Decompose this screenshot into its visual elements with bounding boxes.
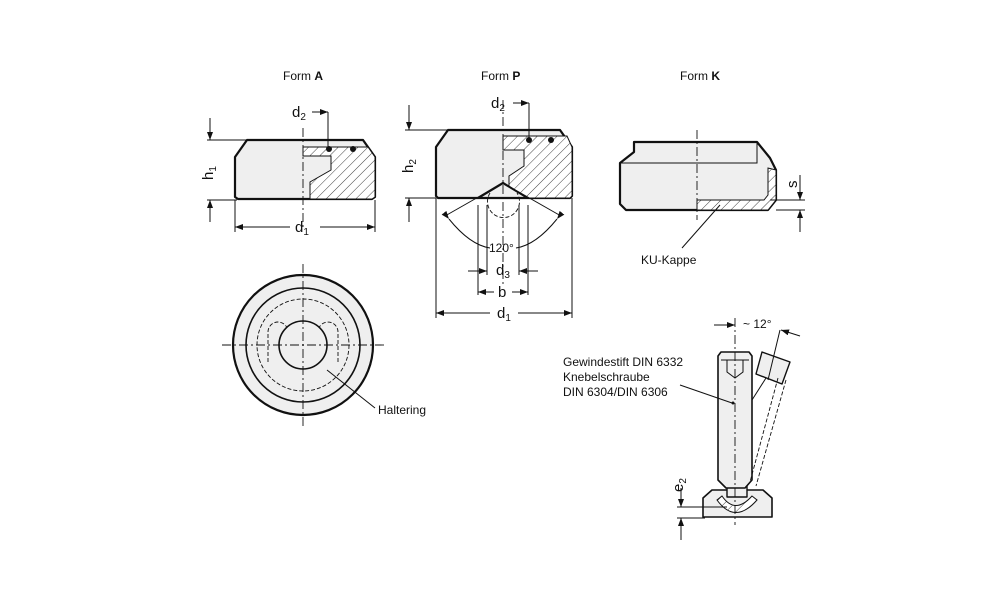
form-p-d2-label: d2 <box>491 95 505 114</box>
top-view: Haltering <box>222 264 426 426</box>
form-a-d1-label: d1 <box>295 219 309 238</box>
angle-120-label: 120° <box>489 241 514 255</box>
screw-label-line2: Knebelschraube <box>563 370 650 384</box>
h2-label: h2 <box>400 159 419 173</box>
e2-label: e2 <box>670 478 689 492</box>
form-a-view: Form A h1 d2 d1 <box>200 69 377 238</box>
form-p-d1-label: d1 <box>497 305 511 324</box>
d3-label: d3 <box>496 262 510 281</box>
form-p-title: Form P <box>481 69 520 83</box>
b-label: b <box>498 284 506 301</box>
screw-view: ~ 12° Gewindestift DIN 6332 Knebelschrau… <box>563 317 801 540</box>
form-p-view: Form P h2 d2 120° d3 b d1 <box>400 69 574 324</box>
s-label: s <box>784 181 801 189</box>
form-k-title: Form K <box>680 69 720 83</box>
h1-label: h1 <box>200 166 219 180</box>
form-a-d2-label: d2 <box>292 104 306 123</box>
form-k-view: Form K s KU-Kappe <box>618 69 805 267</box>
angle-12-label: ~ 12° <box>743 317 772 331</box>
screw-label-line3: DIN 6304/DIN 6306 <box>563 385 668 399</box>
ku-kappe-label: KU-Kappe <box>641 253 697 267</box>
form-a-title: Form A <box>283 69 323 83</box>
haltering-label: Haltering <box>378 403 426 417</box>
screw-label-line1: Gewindestift DIN 6332 <box>563 355 683 369</box>
